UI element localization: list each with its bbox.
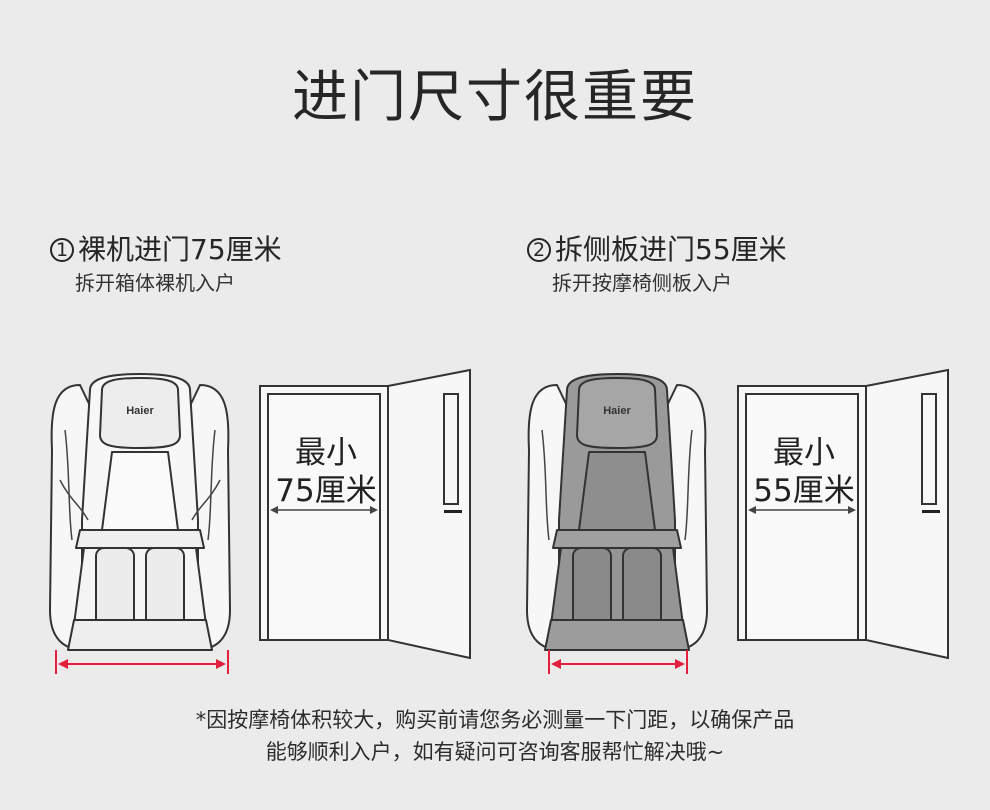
door-min-width-1: 75厘米 [275,473,377,509]
door-min-label-2: 最小 55厘米 [744,434,864,510]
brand-logo-2: Haier [603,405,631,417]
door-min-text-2: 最小 [773,435,835,471]
chair-seat [552,529,682,549]
option-2-subtitle: 拆开按摩椅侧板入户 [552,271,732,295]
chair-footrest [67,619,213,651]
door-width-measure-2 [748,506,856,514]
door-illustration-1 [259,368,471,660]
option-1-number-circle: 1 [50,238,74,262]
chair-headrest [576,377,658,449]
brand-logo-1: Haier [126,405,154,417]
note-line-2: 能够顺利入户，如有疑问可咨询客服帮忙解决哦~ [265,740,725,764]
door-min-text-1: 最小 [295,435,357,471]
chair-back-cushion [101,451,179,531]
note-line-1: *因按摩椅体积较大，购买前请您务必测量一下门距，以确保产品 [195,708,795,732]
option-1-heading-text: 裸机进门75厘米 [78,233,282,266]
door-frame-inner [267,393,381,641]
door-window [443,393,459,505]
chair-footrest [544,619,690,651]
massage-chair-illustration-2: Haier [526,373,708,674]
door-frame-inner [745,393,859,641]
option-1-heading: 1 裸机进门75厘米 [50,233,282,267]
option-2-number-circle: 2 [527,238,551,262]
door-min-width-2: 55厘米 [753,473,855,509]
chair-width-measure-1 [55,650,229,674]
option-2-heading-text: 拆侧板进门55厘米 [555,233,787,266]
chair-back-cushion [578,451,656,531]
door-min-label-1: 最小 75厘米 [266,434,386,510]
chair-headrest [99,377,181,449]
door-width-measure-1 [270,506,378,514]
door-panel-open [387,368,471,660]
chair-width-measure-2 [548,650,688,674]
massage-chair-illustration-1: Haier [49,373,231,674]
door-handle [444,510,462,513]
door-window [921,393,937,505]
door-handle [922,510,940,513]
chair-seat [75,529,205,549]
option-2-heading: 2 拆侧板进门55厘米 [527,233,787,267]
door-illustration-2 [737,368,949,660]
door-panel-open [865,368,949,660]
page-title: 进门尺寸很重要 [292,65,698,130]
option-1-subtitle: 拆开箱体裸机入户 [75,271,235,295]
